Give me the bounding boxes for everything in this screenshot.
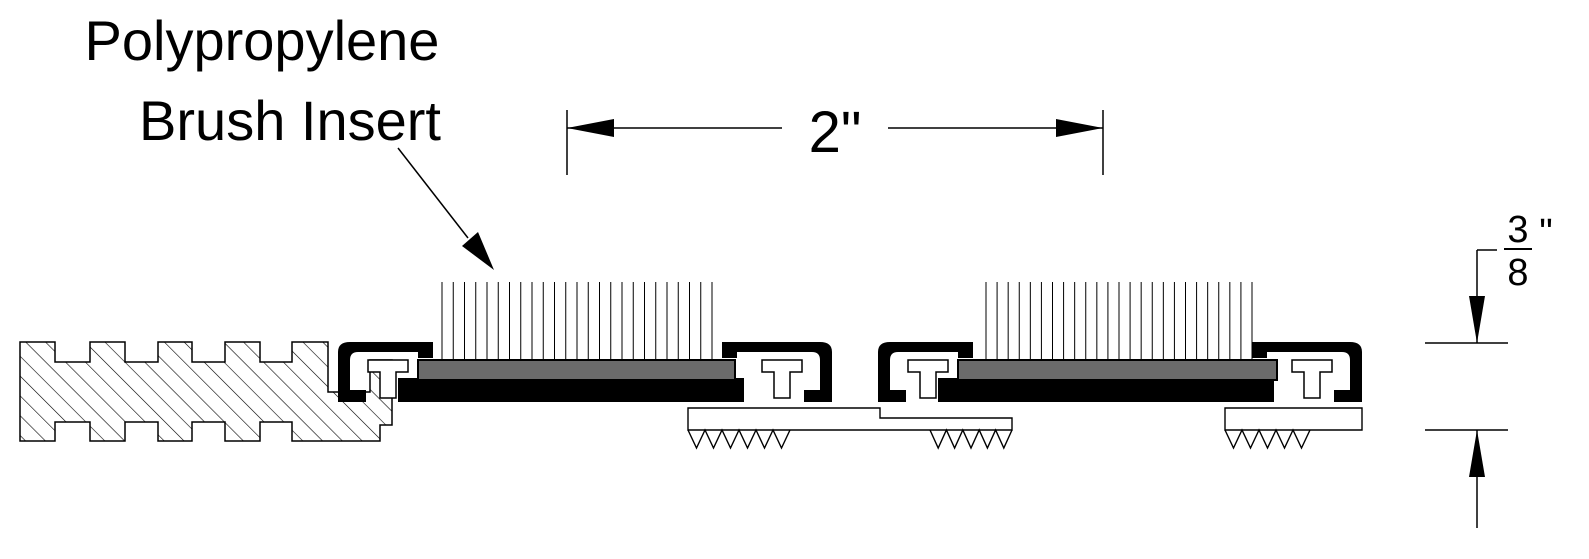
dim-arrow-right [1056, 119, 1103, 137]
connector-teeth-2 [929, 428, 1013, 450]
lower-connector-strip [687, 407, 1363, 450]
bristle-lines [441, 282, 1253, 360]
callout-label-line-1: Polypropylene [85, 9, 440, 72]
callout-leader-arrow [397, 147, 494, 270]
callout-label-line-2: Brush Insert [139, 89, 441, 152]
height-fraction-numerator: 3 [1507, 209, 1528, 251]
rail-t-connector-1-1 [367, 359, 409, 399]
height-fraction-denominator: 8 [1507, 252, 1528, 294]
connector-teeth-3 [1224, 428, 1311, 450]
rail-t-connector-2-2 [1291, 359, 1333, 399]
height-arrow-bottom [1469, 430, 1485, 477]
rail-base-2 [938, 378, 1274, 402]
rail-right-lip-2 [1252, 342, 1362, 402]
rail-left-lip-1 [338, 342, 433, 402]
brush-insert-bar-1 [417, 359, 736, 381]
height-arrow-top [1469, 296, 1485, 343]
rail-t-connector-2-1 [907, 359, 949, 399]
connector-teeth-1 [687, 428, 791, 450]
connector-strip-2 [1224, 407, 1363, 431]
width-dimension [566, 110, 1104, 175]
connector-strip-1 [687, 407, 1013, 431]
aluminum-rails [338, 342, 1362, 402]
rail-left-lip-2 [878, 342, 973, 402]
rail-t-connector-1-2 [761, 359, 803, 399]
dim-arrow-left [567, 119, 614, 137]
brush-inserts [417, 359, 1278, 381]
rail-base-1 [398, 378, 744, 402]
hatched-tread-section [19, 341, 393, 442]
height-dimension [1425, 248, 1532, 528]
width-dimension-label: 2" [809, 100, 862, 165]
brush-insert-bar-2 [957, 359, 1278, 381]
height-unit-mark: " [1539, 212, 1553, 254]
rail-right-lip-1 [722, 342, 832, 402]
